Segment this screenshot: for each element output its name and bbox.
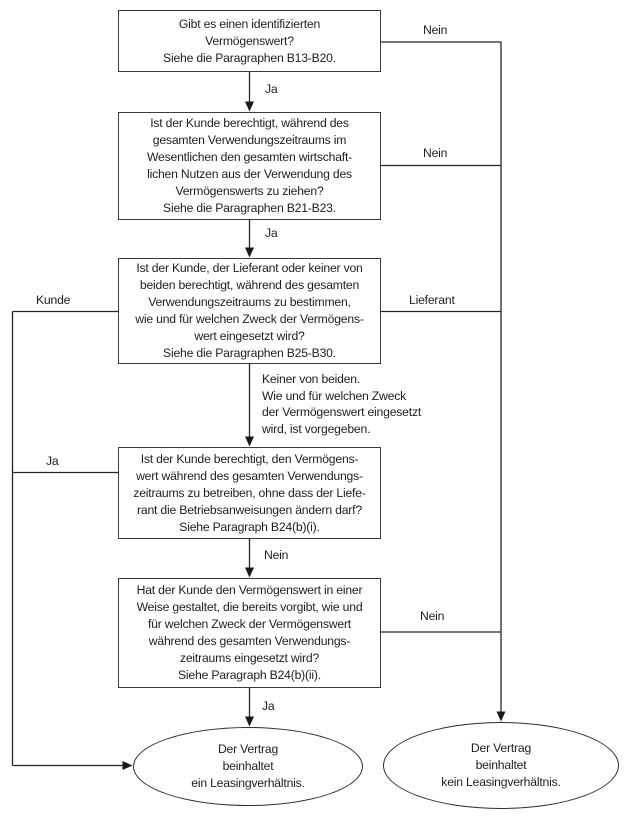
- edge-label-nein-5: Nein: [420, 609, 445, 623]
- edge-label-ja-4: Ja: [46, 454, 59, 468]
- edge-label-nein-2: Nein: [423, 146, 448, 160]
- terminal-ellipse-lease: Der Vertrag beinhaltet ein Leasingverhäl…: [133, 727, 363, 806]
- edge-label-kunde: Kunde: [36, 293, 71, 307]
- decision-box-who-directs-use: Ist der Kunde, der Lieferant oder keiner…: [118, 258, 381, 364]
- decision-box-customer-operates: Ist der Kunde berechtigt, den Vermögens-…: [118, 447, 381, 539]
- decision-box-economic-benefits: Ist der Kunde berechtigt, während des ge…: [118, 112, 381, 220]
- arrowhead-lease-top: [245, 716, 254, 727]
- arrowhead-box3: [245, 247, 254, 258]
- terminal-ellipse-no-lease: Der Vertrag beinhaltet kein Leasingverhä…: [383, 722, 619, 809]
- edge-label-keiner-von-beiden: Keiner von beiden. Wie und für welchen Z…: [262, 372, 422, 436]
- decision-box-customer-designed: Hat der Kunde den Vermögenswert in einer…: [118, 578, 381, 688]
- decision-box-identified-asset: Gibt es einen identifizierten Vermögensw…: [118, 10, 381, 72]
- arrowhead-no-lease-top: [496, 711, 506, 722]
- edge-label-nein-1: Nein: [423, 23, 448, 37]
- edge-label-nein-4: Nein: [264, 548, 289, 562]
- arrowhead-box4: [245, 436, 254, 447]
- arrowhead-box5: [245, 567, 254, 578]
- edge-label-ja-1: Ja: [265, 82, 278, 96]
- arrowhead-box2: [245, 101, 254, 112]
- edge-label-lieferant: Lieferant: [409, 293, 455, 307]
- arrowhead-lease-left: [122, 761, 133, 770]
- edge-label-ja-5: Ja: [262, 699, 275, 713]
- edge-label-ja-2: Ja: [265, 226, 278, 240]
